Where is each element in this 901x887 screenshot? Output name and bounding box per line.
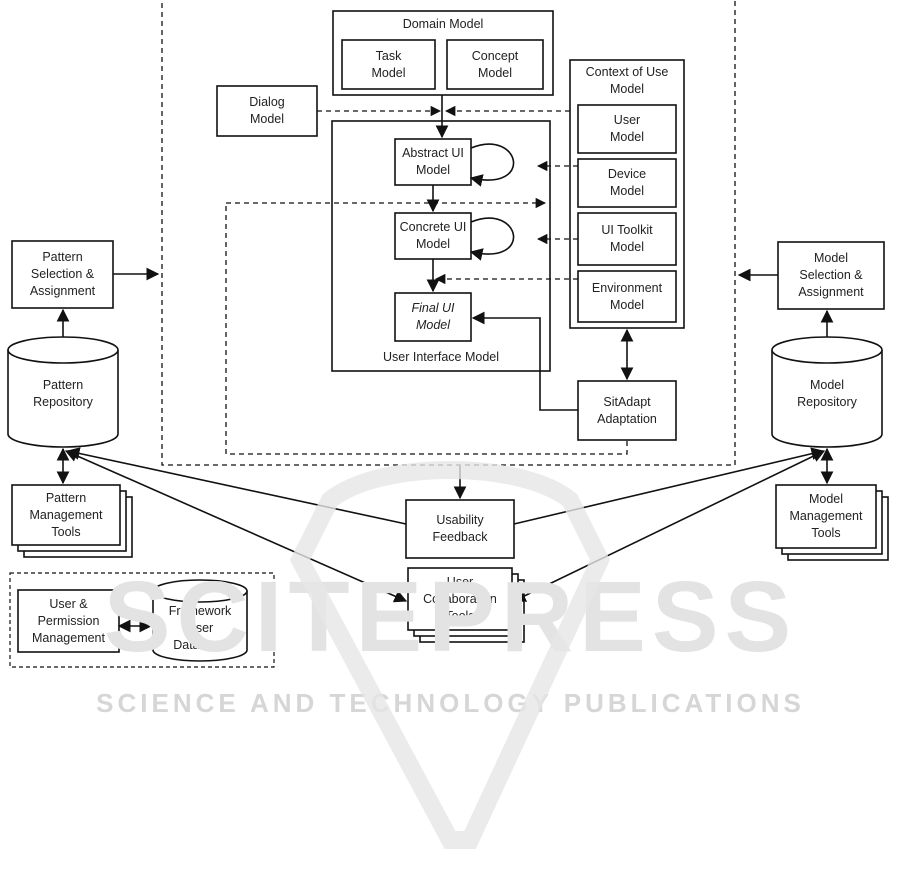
collaboration-box	[407, 567, 513, 631]
pattern-tools-box	[11, 484, 121, 546]
environment-model-box	[577, 270, 677, 323]
dialog-model-box	[216, 85, 318, 137]
user-interface-model-box	[331, 120, 551, 372]
final-ui-model-box	[394, 292, 472, 342]
domain-model-box	[332, 10, 554, 96]
model-selection-box	[777, 241, 885, 310]
user-permission-box	[17, 589, 120, 653]
model-tools-box	[775, 484, 877, 549]
feedback-loop-line	[225, 203, 628, 455]
framework-db-cylinder	[152, 591, 248, 662]
usability-feedback-box	[405, 499, 515, 559]
concrete-ui-model-box	[394, 212, 472, 260]
ui-toolkit-model-box	[577, 212, 677, 266]
concrete-ui-self-loop	[469, 217, 515, 261]
context-of-use-box	[569, 59, 685, 329]
device-model-box	[577, 158, 677, 208]
task-model-box	[341, 39, 436, 90]
sitadapt-box	[577, 380, 677, 441]
model-repository-cylinder	[771, 350, 883, 448]
user-model-box	[577, 104, 677, 154]
concept-model-box	[446, 39, 544, 90]
cylinders	[7, 336, 883, 662]
security-group	[9, 572, 275, 668]
pattern-selection-box	[11, 240, 114, 309]
framework-boundary	[161, 0, 736, 466]
abstract-ui-self-loop	[469, 143, 515, 187]
pattern-repository-cylinder	[7, 350, 119, 448]
arrow-sitadapt-to-final	[471, 311, 578, 411]
abstract-ui-model-box	[394, 138, 472, 186]
